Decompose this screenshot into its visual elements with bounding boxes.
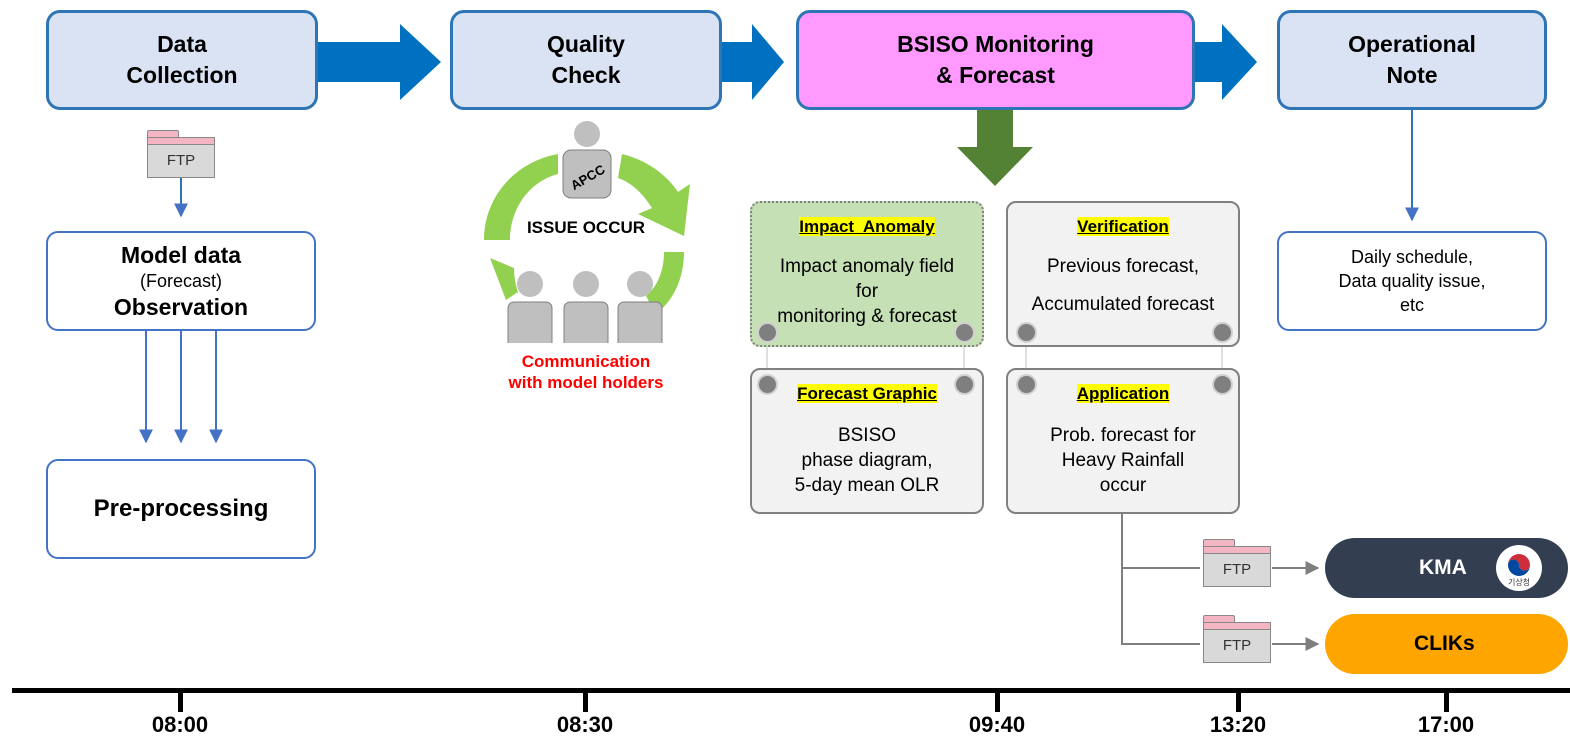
cliks-label: CLIKs [1414,632,1475,655]
kma-logo-text: 기상청 [1507,578,1531,587]
application-title: Application [1076,384,1170,403]
stage-label: Collection [126,62,238,88]
stage-label: & Forecast [936,62,1055,88]
stage-label: Operational [1348,31,1476,57]
preprocessing-box: Pre-processing [46,459,316,559]
timeline-label-0940: 09:40 [968,712,1026,737]
communication-line-1: Communication [521,352,651,371]
kma-logo-icon: 기상청 [1496,545,1542,591]
model-data-subtitle: (Forecast) [139,270,222,291]
stage-label: Note [1386,62,1438,88]
stage-label: Quality [547,31,625,57]
communication-line-2: with model holders [508,373,664,392]
cycle-arrow-left [490,258,518,300]
timeline-tick [583,690,588,712]
holder-person-head [627,271,653,297]
holder-person-body [507,301,553,343]
note-line: Daily schedule, [1350,247,1474,267]
model-data-title: Model data [120,241,242,268]
kma-label: KMA [1419,556,1467,579]
timeline-tick [178,690,183,712]
timeline-axis [12,688,1570,693]
ftp-label: FTP [1203,629,1271,663]
flow-arrow-2 [722,24,784,100]
observation-label: Observation [113,293,249,320]
card-pin-icon [1212,322,1233,343]
communication-label: Communication with model holders [470,351,702,393]
impact-body-line: monitoring & forecast [777,306,957,327]
card-pin-icon [1212,374,1233,395]
issue-occur-text: ISSUE OCCUR [527,218,645,237]
note-line: etc [1399,295,1424,315]
flow-arrow-1 [318,24,441,100]
apcc-person-body [562,149,612,199]
application-body-line: occur [1099,475,1147,496]
stage-data-collection: Data Collection [46,10,318,110]
graphic-body-line: 5-day mean OLR [794,475,940,496]
timeline-tick [1236,690,1241,712]
application-body-line: Prob. forecast for [1050,425,1196,446]
stage-label: BSISO Monitoring [897,31,1094,57]
stage-operational-note: Operational Note [1277,10,1547,110]
taegeuk-icon [1508,554,1530,576]
operational-note-box: Daily schedule, Data quality issue, etc [1277,231,1547,331]
timeline-label-1320: 13:20 [1209,712,1267,737]
down-arrow-green [957,110,1033,186]
card-pin-icon [757,374,778,395]
card-pin-icon [1016,374,1037,395]
verification-body-line: Previous forecast, [1046,256,1200,277]
forecast-graphic-title: Forecast Graphic [797,384,937,403]
card-pin-icon [954,322,975,343]
quality-cycle-graphic: APCC ISSUE OCCUR [484,121,690,343]
application-body-line: Heavy Rainfall [1061,450,1185,471]
card-pin-icon [954,374,975,395]
holder-person-body [617,301,663,343]
note-line: Data quality issue, [1338,271,1486,291]
kma-destination: KMA 기상청 [1325,538,1568,598]
holder-person-head [573,271,599,297]
holder-person-body [563,301,609,343]
cycle-arrow-bottom-right [646,252,684,314]
ftp-label: FTP [1203,553,1271,587]
stage-label: Data [157,31,207,57]
timeline-tick [1444,690,1449,712]
stage-quality-check: Quality Check [450,10,722,110]
card-pin-icon [1016,322,1037,343]
cliks-destination: CLIKs [1325,614,1568,674]
cycle-arrow-right [618,154,690,236]
timeline-label-0830: 08:30 [556,712,614,737]
ftp-label: FTP [147,144,215,178]
impact-body-line: for [855,281,879,302]
timeline-tick [995,690,1000,712]
ftp-folder-icon: FTP [1203,615,1271,663]
holder-person-head [517,271,543,297]
verification-card: Verification Previous forecast, Accumula… [1006,201,1240,347]
preprocessing-label: Pre-processing [93,495,269,522]
ftp-folder-icon: FTP [1203,539,1271,587]
impact-anomaly-title: Impact Anomaly [799,217,935,236]
application-card: Application Prob. forecast for Heavy Rai… [1006,368,1240,514]
card-pin-icon [757,322,778,343]
stage-bsiso-monitoring-forecast: BSISO Monitoring & Forecast [796,10,1195,110]
timeline-label-0800: 08:00 [151,712,209,737]
verification-body-line: Accumulated forecast [1031,294,1215,315]
graphic-body-line: phase diagram, [801,450,933,471]
apcc-person-head [574,121,600,147]
cycle-arrow-top [484,154,558,240]
flow-arrow-3 [1195,24,1257,100]
impact-anomaly-card: Impact Anomaly Impact anomaly field for … [750,201,984,347]
ftp-folder-icon: FTP [147,130,215,178]
timeline-label-1700: 17:00 [1417,712,1475,737]
graphic-body-line: BSISO [837,425,897,446]
impact-body-line: Impact anomaly field [779,256,955,277]
verification-title: Verification [1077,217,1169,236]
model-data-box: Model data (Forecast) Observation [46,231,316,331]
stage-label: Check [551,62,621,88]
forecast-graphic-card: Forecast Graphic BSISO phase diagram, 5-… [750,368,984,514]
